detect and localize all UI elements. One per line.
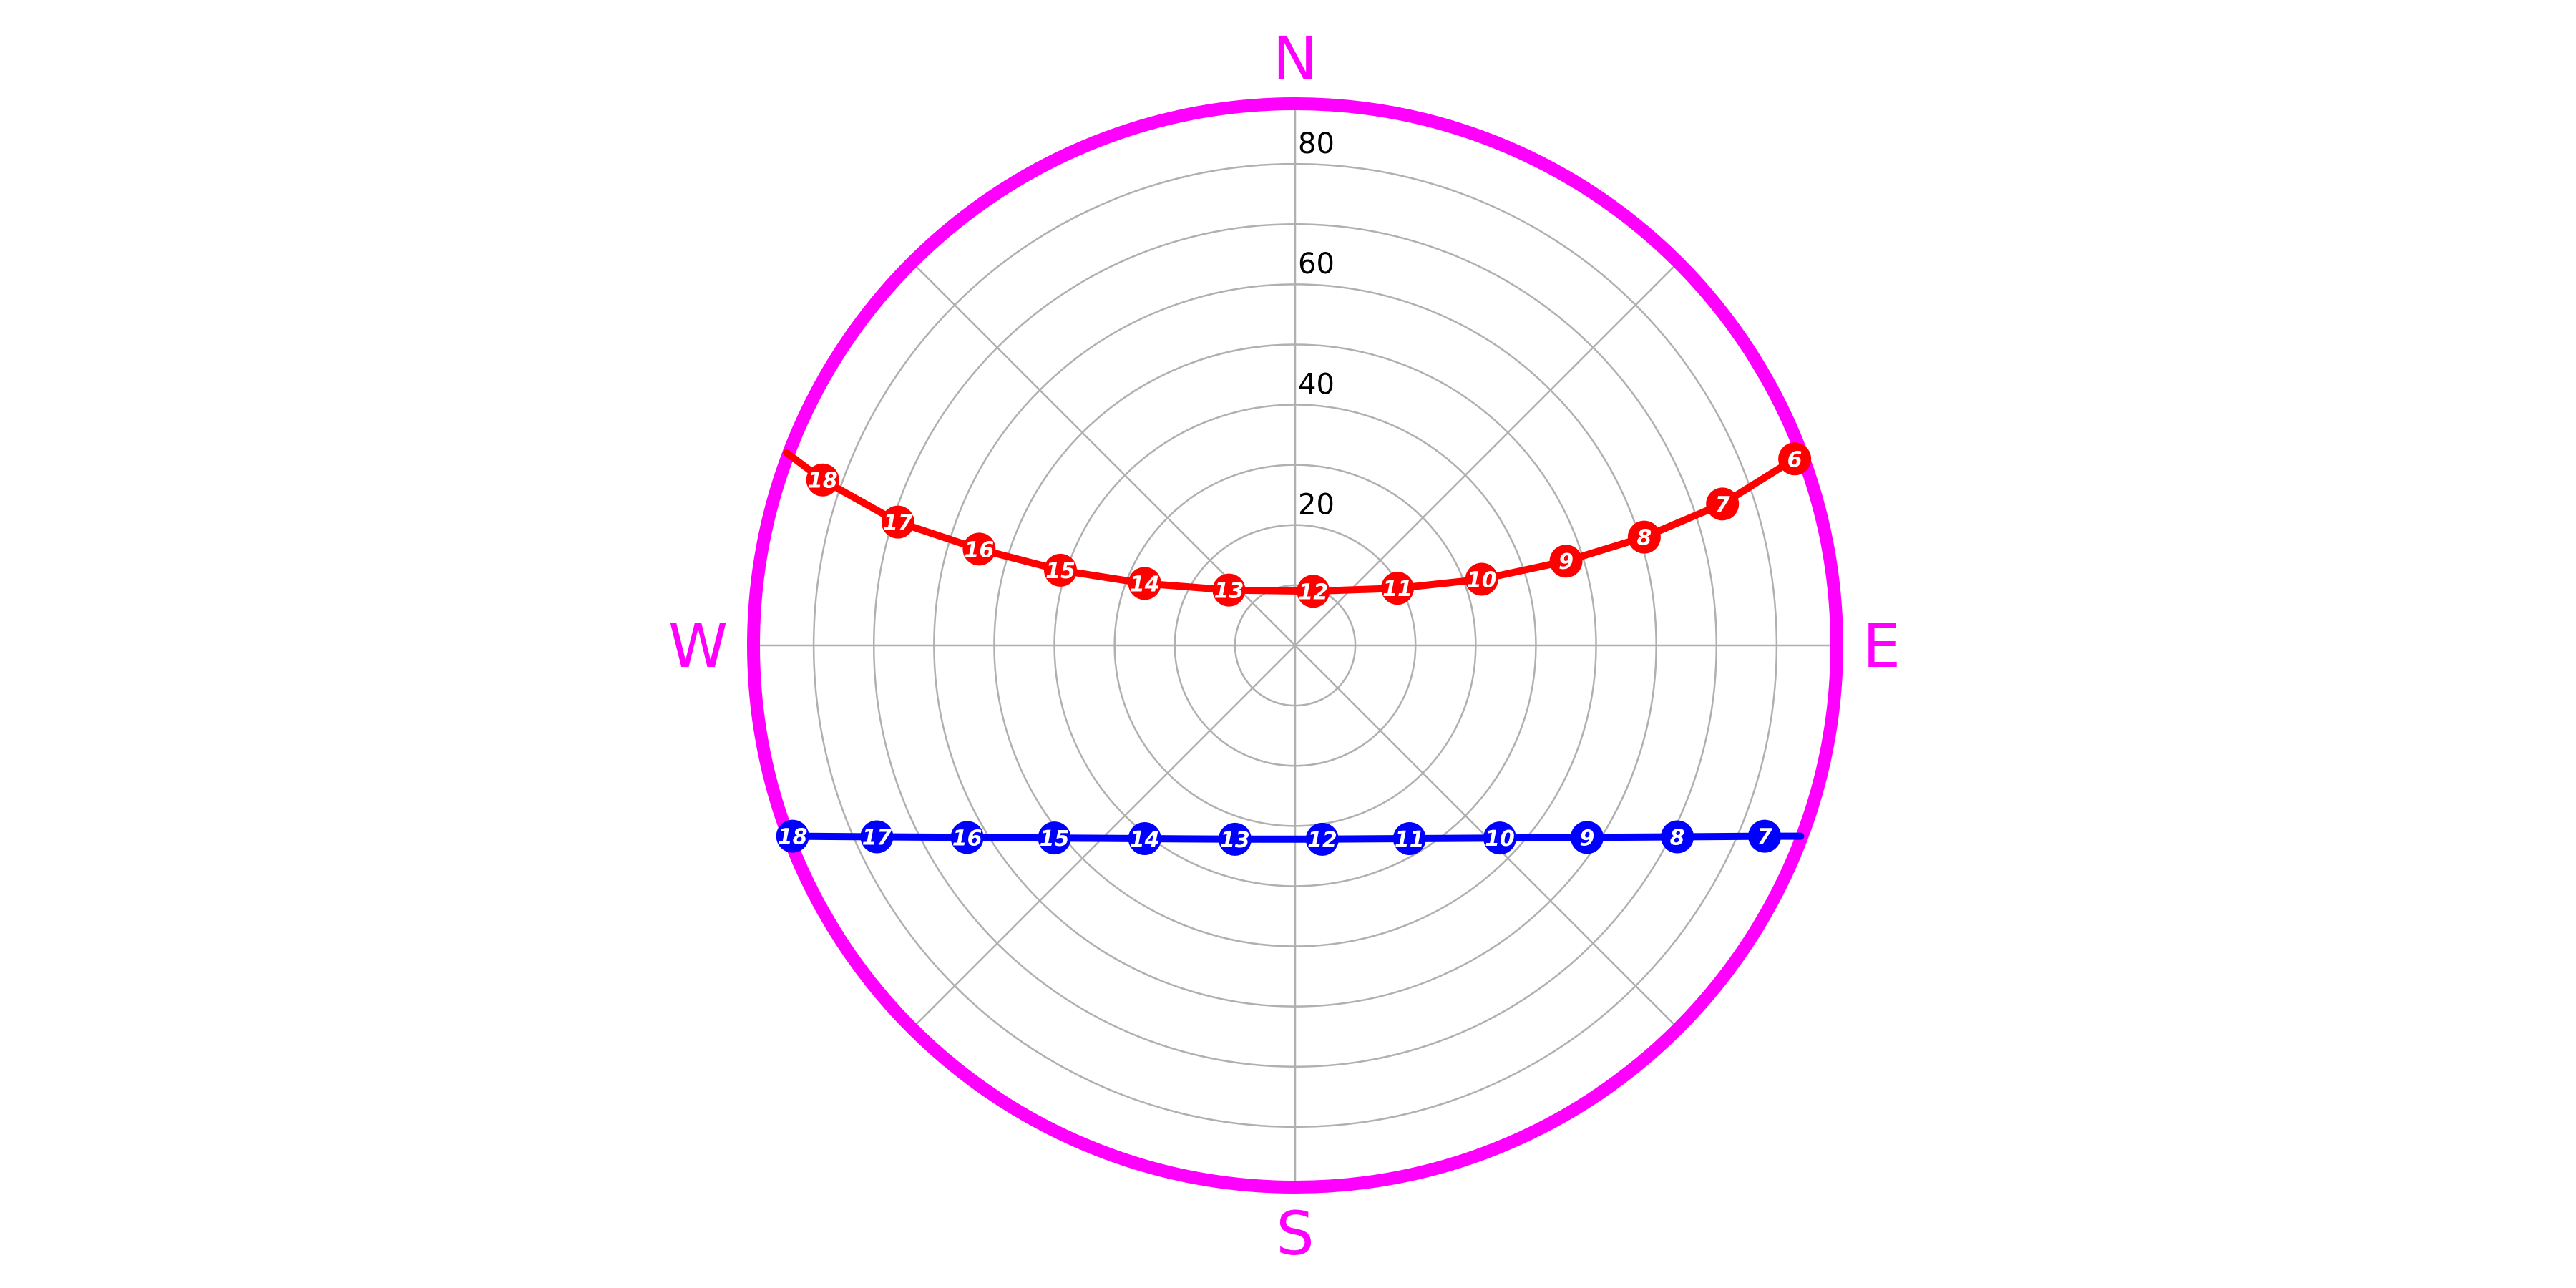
hour-label-0-10: 10	[1467, 567, 1497, 592]
hour-label-0-11: 11	[1382, 577, 1413, 602]
hour-label-0-14: 14	[1130, 572, 1160, 597]
hour-label-1-18: 18	[778, 825, 808, 850]
hour-marker-0-17	[881, 505, 914, 539]
hour-label-1-7: 7	[1757, 825, 1772, 850]
radial-tick-label-60: 60	[1298, 248, 1335, 280]
hour-marker-0-13	[1212, 573, 1246, 607]
hour-marker-0-16	[962, 532, 996, 566]
hour-marker-1-14	[1128, 821, 1161, 855]
hour-marker-0-10	[1465, 562, 1498, 596]
hour-marker-1-17	[860, 820, 894, 854]
horizon-circle	[747, 97, 1843, 1194]
horizon-ring	[747, 97, 1843, 1194]
grid-spoke-45	[1294, 261, 1679, 646]
hour-marker-1-15	[1038, 821, 1071, 855]
hour-label-1-11: 11	[1395, 827, 1425, 852]
hour-marker-1-11	[1392, 821, 1426, 855]
hour-label-1-12: 12	[1307, 828, 1337, 853]
hour-label-0-8: 8	[1636, 526, 1652, 551]
cardinal-label-S: S	[1276, 1199, 1314, 1269]
cardinal-labels: N E S W	[668, 24, 1901, 1269]
hour-label-1-8: 8	[1670, 825, 1685, 850]
hour-label-1-14: 14	[1130, 827, 1160, 852]
cardinal-label-E: E	[1863, 611, 1901, 681]
hour-marker-0-15	[1043, 553, 1077, 587]
hour-marker-1-18	[776, 819, 809, 853]
hour-marker-0-7	[1706, 487, 1740, 521]
cardinal-label-W: W	[668, 611, 728, 681]
hour-label-0-18: 18	[808, 469, 838, 494]
hour-marker-1-8	[1661, 820, 1694, 854]
hour-marker-1-12	[1305, 822, 1339, 856]
hour-label-1-9: 9	[1580, 826, 1595, 851]
hour-label-0-7: 7	[1715, 492, 1730, 517]
hour-label-0-6: 6	[1787, 447, 1802, 472]
series-1: 7 8 9 10 11 12 13 14 15 16 17 18	[776, 819, 1805, 856]
hour-label-1-17: 17	[862, 825, 892, 850]
hour-marker-1-13	[1218, 822, 1252, 856]
hour-marker-1-16	[950, 821, 984, 854]
series-line-1	[789, 832, 1805, 843]
hour-label-1-10: 10	[1485, 826, 1515, 852]
hour-marker-1-9	[1570, 821, 1604, 854]
hour-label-0-9: 9	[1558, 550, 1574, 575]
hour-label-0-15: 15	[1045, 559, 1075, 584]
cardinal-label-N: N	[1273, 24, 1318, 94]
hour-label-1-15: 15	[1040, 826, 1070, 852]
polar-grid	[753, 104, 1837, 1187]
sun-path-series: 6 7 8 9 10 11 12 13 14 15 16 17 18 7 8 9 10 11 12 13 14 15 16 1…	[776, 442, 1812, 856]
hour-marker-0-9	[1549, 545, 1583, 578]
hour-label-0-12: 12	[1298, 580, 1328, 605]
radial-tick-labels: 20 40 60 80	[1298, 127, 1335, 522]
hour-label-1-16: 16	[952, 826, 982, 851]
hour-marker-0-6	[1778, 442, 1812, 476]
hour-marker-0-18	[806, 463, 839, 497]
radial-tick-label-20: 20	[1298, 489, 1335, 522]
hour-marker-0-8	[1627, 520, 1661, 554]
radial-tick-label-80: 80	[1298, 127, 1335, 160]
hour-label-1-13: 13	[1220, 828, 1250, 853]
hour-marker-0-12	[1297, 575, 1330, 608]
hour-label-0-16: 16	[965, 537, 995, 562]
series-0: 6 7 8 9 10 11 12 13 14 15 16 17 18	[783, 442, 1812, 608]
hour-label-0-13: 13	[1214, 579, 1244, 604]
hour-marker-1-10	[1483, 821, 1516, 855]
hour-marker-0-14	[1128, 567, 1161, 600]
hour-label-0-17: 17	[883, 511, 913, 536]
hour-marker-0-11	[1380, 572, 1414, 605]
hour-marker-1-7	[1748, 819, 1782, 853]
radial-tick-label-40: 40	[1298, 368, 1335, 401]
